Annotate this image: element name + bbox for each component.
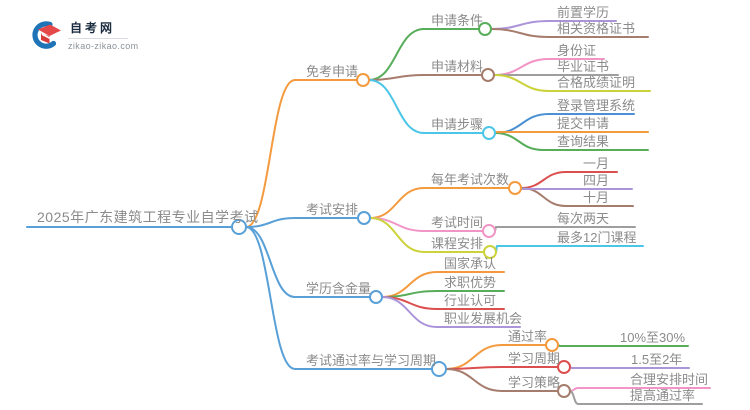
branch-line: [490, 20, 550, 30]
node-b3[interactable]: 学历含金量: [306, 281, 372, 296]
graduation-cap-icon: [32, 21, 61, 49]
node-b1c3[interactable]: 申请步骤: [431, 117, 484, 132]
node-tgl30[interactable]: 10%至30%: [620, 330, 686, 345]
branch-line: [494, 132, 544, 151]
node-hgcj[interactable]: 合格成绩证明: [557, 75, 636, 90]
node-b2c2[interactable]: 考试时间: [431, 215, 484, 230]
node-root[interactable]: 2025年广东建筑工程专业自学考试: [37, 209, 259, 225]
node-toggle-b4c1[interactable]: [545, 338, 559, 352]
branch-line: [368, 28, 425, 81]
branch-line: [369, 187, 425, 219]
node-toggle-b2c1[interactable]: [508, 181, 522, 195]
branch-line: [520, 187, 567, 207]
node-toggle-b4c2[interactable]: [557, 360, 571, 374]
node-shiyue[interactable]: 十月: [583, 190, 610, 205]
node-toggle-b1c2[interactable]: [481, 68, 495, 82]
node-dlgl[interactable]: 登录管理系统: [557, 98, 636, 113]
branch-line: [445, 344, 503, 370]
node-xzq2[interactable]: 1.5至2年: [631, 352, 683, 367]
node-hyrk[interactable]: 行业认可: [444, 293, 497, 308]
branch-line: [381, 290, 438, 298]
logo-divider: [68, 38, 128, 39]
branch-line: [245, 79, 296, 228]
branch-line: [369, 217, 425, 253]
node-toggle-b1[interactable]: [356, 73, 370, 87]
node-yiyue[interactable]: 一月: [583, 156, 610, 171]
branch-line: [245, 226, 296, 298]
node-gjcr[interactable]: 国家承认: [444, 256, 497, 271]
branch-line: [520, 171, 567, 189]
branch-line: [245, 217, 296, 228]
node-xgzs[interactable]: 相关资格证书: [557, 21, 636, 36]
node-toggle-root[interactable]: [231, 219, 247, 235]
node-b2[interactable]: 考试安排: [306, 202, 359, 217]
node-b1c1[interactable]: 申请条件: [431, 13, 484, 28]
node-toggle-b4[interactable]: [431, 361, 447, 377]
branch-line: [569, 390, 579, 405]
node-toggle-b4c3[interactable]: [557, 384, 571, 398]
node-zyfz[interactable]: 职业发展机会: [444, 311, 523, 326]
logo-title: 自考网: [70, 21, 116, 35]
node-b4c1[interactable]: 通过率: [508, 329, 548, 344]
logo-domain: zikao-zikao.com: [68, 41, 139, 51]
node-cxjg[interactable]: 查询结果: [557, 134, 610, 149]
branch-line: [494, 113, 550, 134]
branch-line: [445, 368, 503, 392]
branch-line: [493, 58, 550, 76]
node-b2c3[interactable]: 课程安排: [431, 236, 484, 251]
node-tgtgl[interactable]: 提高通过率: [630, 388, 696, 403]
branch-line: [368, 79, 425, 134]
node-qzxl[interactable]: 前置学历: [557, 5, 610, 20]
node-zd12[interactable]: 最多12门课程: [557, 230, 637, 245]
node-byzs[interactable]: 毕业证书: [557, 59, 610, 74]
node-siyue[interactable]: 四月: [583, 173, 610, 188]
node-toggle-b1c1[interactable]: [478, 22, 492, 36]
node-b4c3[interactable]: 学习策略: [508, 375, 561, 390]
site-logo[interactable]: 自考网 zikao-zikao.com: [30, 20, 139, 51]
node-b4[interactable]: 考试通过率与学习周期: [306, 353, 437, 368]
node-tjsq[interactable]: 提交申请: [557, 116, 610, 131]
node-hlap[interactable]: 合理安排时间: [630, 372, 709, 387]
node-toggle-b3[interactable]: [369, 290, 383, 304]
branch-line: [381, 296, 438, 328]
node-b2c1[interactable]: 每年考试次数: [431, 172, 510, 187]
node-toggle-b2c2[interactable]: [482, 224, 496, 238]
branch-line: [245, 226, 296, 370]
node-toggle-b2[interactable]: [357, 211, 371, 225]
node-toggle-b2c3[interactable]: [483, 245, 497, 259]
node-b4c2[interactable]: 学习周期: [508, 351, 561, 366]
node-qzys[interactable]: 求职优势: [444, 275, 497, 290]
branch-line: [493, 74, 550, 92]
node-toggle-b1c3[interactable]: [482, 126, 496, 140]
node-mclt[interactable]: 每次两天: [557, 211, 610, 226]
node-b1c2[interactable]: 申请材料: [431, 59, 484, 74]
node-sfz[interactable]: 身份证: [557, 43, 597, 58]
branch-line: [368, 74, 425, 81]
node-b1[interactable]: 免考申请: [306, 64, 359, 79]
branch-line: [490, 28, 550, 38]
